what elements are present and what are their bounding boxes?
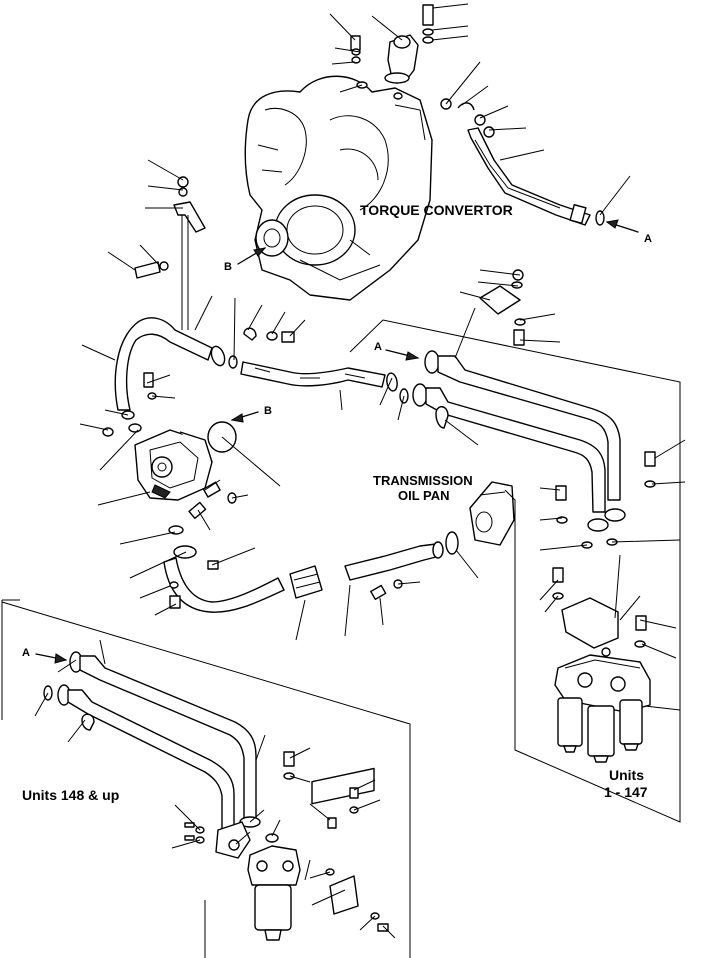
units-148-box [1,599,411,958]
units-1-147-box [349,269,681,823]
ref-a-middle: A [374,341,382,353]
transmission-label: TRANSMISSION [373,473,473,488]
units-148-label: Units 148 & up [22,787,119,803]
left-pipe [114,317,226,420]
ref-b-convertor: B [224,261,232,273]
upper-right-hose [440,98,605,226]
units-1-147-label-line2: 1 - 147 [604,784,648,800]
reference-arrows [35,219,639,664]
left-bracket [134,176,206,330]
lower-suction-pipe [163,525,459,613]
lower-pipes [43,651,295,859]
filter-assembly-lower [247,767,389,941]
middle-hose [240,361,398,392]
oil-pan-label: OIL PAN [398,488,450,503]
ref-b-pump: B [264,405,272,417]
pump-small-parts [102,372,237,453]
right-upper-pipes [399,350,656,549]
filter-assembly-right [552,567,651,763]
hydraulic-pump [134,429,237,520]
ref-a-lower: A [22,647,30,659]
torque-convertor-label: TORQUE CONVERTOR [360,202,513,218]
torque-convertor-housing [244,75,433,301]
leader-lines [34,3,686,939]
clamp-group [228,327,295,369]
ref-a-top: A [644,233,652,245]
transmission-oil-pan [469,481,515,546]
top-elbow-fitting [350,4,434,100]
units-1-147-label-line1: Units [609,767,644,783]
